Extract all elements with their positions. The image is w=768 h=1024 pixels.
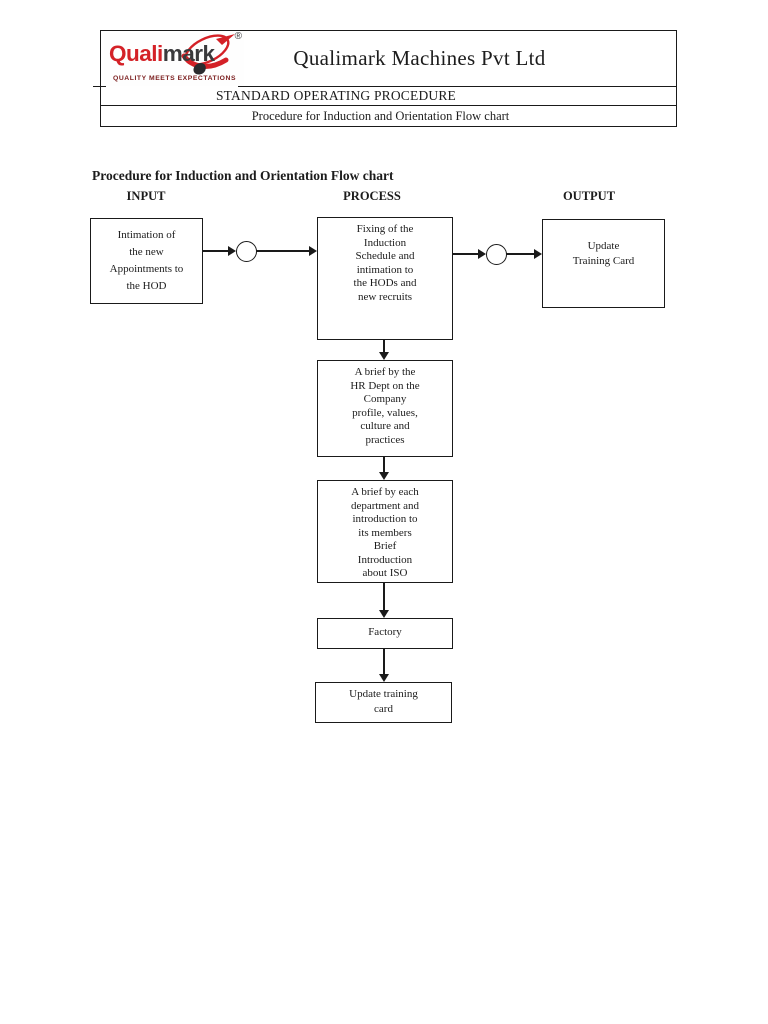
arrowhead-right-icon <box>478 249 486 259</box>
registered-trademark-icon: ® <box>234 31 242 42</box>
flow-line <box>256 250 311 252</box>
logo-tagline: QUALITY MEETS EXPECTATIONS <box>113 75 237 82</box>
header-divider-tick <box>93 86 106 88</box>
column-label-output: OUTPUT <box>562 189 616 203</box>
company-name: Qualimark Machines Pvt Ltd <box>293 46 546 70</box>
arrowhead-right-icon <box>309 246 317 256</box>
flow-node-input: Intimation of the new Appointments to th… <box>90 218 203 304</box>
flow-line <box>506 253 535 255</box>
svg-text:Qualimark: Qualimark <box>109 41 216 66</box>
flow-circle-connector-2 <box>486 244 507 265</box>
flow-node-process-3: A brief by each department and introduct… <box>317 480 453 583</box>
flow-line <box>202 250 229 252</box>
arrowhead-right-icon <box>228 246 236 256</box>
document-type-row: STANDARD OPERATING PROCEDURE <box>215 88 457 103</box>
flow-line <box>383 339 385 353</box>
flow-node-factory: Factory <box>317 618 453 649</box>
header-divider-bottom <box>101 104 676 106</box>
document-title-row: Procedure for Induction and Orientation … <box>251 108 510 123</box>
flowchart-heading: Procedure for Induction and Orientation … <box>92 168 394 183</box>
flow-node-update-card: Update training card <box>315 682 452 723</box>
flow-node-process-1: Fixing of the Induction Schedule and int… <box>317 217 453 340</box>
qualimark-logo: Qualimark ® QUALITY MEETS EXPECTATIONS <box>104 31 244 86</box>
arrowhead-down-icon <box>379 673 389 682</box>
logo-text-red: Quali <box>109 41 163 66</box>
arrowhead-right-icon <box>534 249 542 259</box>
flow-line <box>383 456 385 473</box>
flow-node-process-2: A brief by the HR Dept on the Company pr… <box>317 360 453 457</box>
header-divider-top <box>238 86 676 88</box>
arrowhead-down-icon <box>379 351 389 360</box>
column-label-input: INPUT <box>126 189 166 203</box>
qualimark-logo-mark-icon: Qualimark <box>109 34 235 75</box>
sop-header-table: Qualimark ® QUALITY MEETS EXPECTATIONS Q… <box>93 30 677 127</box>
flow-line <box>452 253 479 255</box>
flow-line <box>383 648 385 675</box>
column-label-process: PROCESS <box>343 189 401 203</box>
flow-circle-connector-1 <box>236 241 257 262</box>
arrowhead-down-icon <box>379 471 389 480</box>
flow-line <box>383 582 385 611</box>
flow-node-output: Update Training Card <box>542 219 665 308</box>
arrowhead-down-icon <box>379 609 389 618</box>
logo-text-dark: mark <box>163 41 216 66</box>
